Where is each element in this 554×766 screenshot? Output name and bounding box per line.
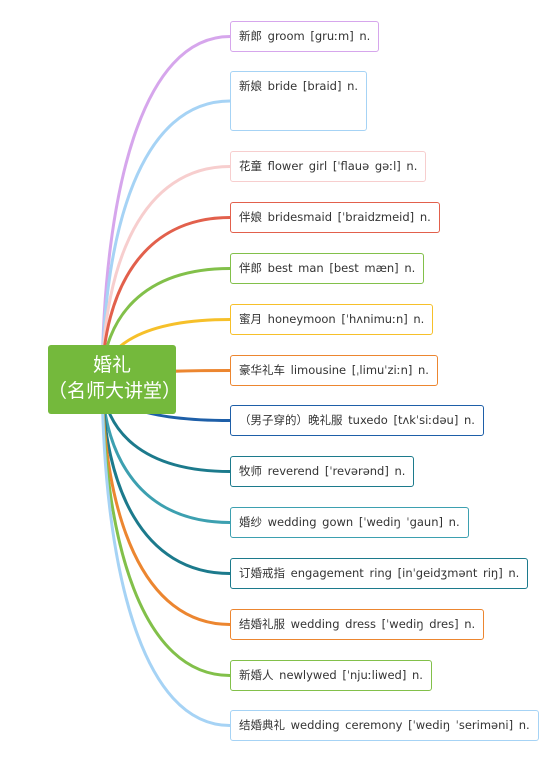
topic-tuxedo[interactable]: （男子穿的）晚礼服 tuxedo [tʌkˈsiːdəu] n. (230, 405, 484, 436)
topic-flower-girl[interactable]: 花童 flower girl [ˈflauə gəːl] n. (230, 151, 427, 182)
topic-best-man[interactable]: 伴郎 best man [best mæn] n. (230, 253, 425, 284)
topic-engagement-ring[interactable]: 订婚戒指 engagement ring [inˈgeidʒmənt riŋ] … (230, 558, 529, 589)
central-topic-title: 婚礼 (92, 354, 131, 376)
connector-12 (100, 378, 232, 677)
topic-bride[interactable]: 新娘 bride [braid] n. (230, 71, 368, 131)
topic-wedding-gown[interactable]: 婚纱 wedding gown [ˈwediŋ ˈgaun] n. (230, 507, 469, 538)
connector-0 (100, 35, 232, 382)
connector-13 (100, 378, 232, 727)
topic-wedding-ceremony[interactable]: 结婚典礼 wedding ceremony [ˈwediŋ ˈseriməni]… (230, 710, 539, 741)
topic-limousine[interactable]: 豪华礼车 limousine [ˌlimuˈziːn] n. (230, 355, 438, 386)
topic-bridesmaid[interactable]: 伴娘 bridesmaid [ˈbraidzmeid] n. (230, 202, 440, 233)
central-topic[interactable]: 婚礼 （名师大讲堂） (48, 345, 182, 414)
connector-1 (100, 99, 232, 382)
topic-reverend[interactable]: 牧师 reverend [ˈrevərənd] n. (230, 456, 415, 487)
topic-newlywed[interactable]: 新婚人 newlywed [ˈnjuːliwed] n. (230, 660, 432, 691)
central-topic-subtitle: （名师大讲堂） (48, 380, 182, 402)
topic-honeymoon[interactable]: 蜜月 honeymoon [ˈhʌnimuːn] n. (230, 304, 434, 335)
topic-wedding-dress[interactable]: 结婚礼服 wedding dress [ˈwediŋ dres] n. (230, 609, 485, 640)
topic-groom[interactable]: 新郎 groom [gruːm] n. (230, 21, 380, 52)
